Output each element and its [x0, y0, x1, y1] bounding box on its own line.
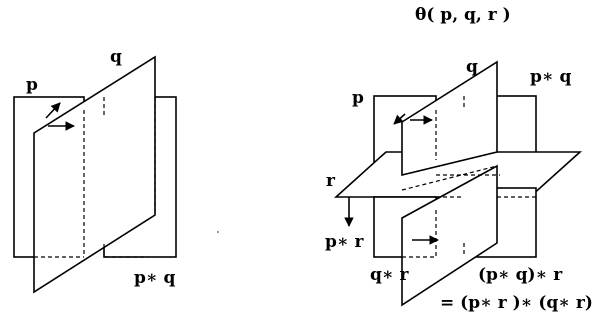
right-hidden-edges	[401, 96, 536, 258]
right-sheet-q-upper	[401, 60, 498, 177]
left-label-p: p	[26, 75, 38, 95]
left-label-q: q	[110, 47, 122, 67]
right-label-qr: q∗ r	[370, 265, 410, 285]
left-figure: p q p∗ q	[13, 47, 177, 294]
right-figure: θ( p, q, r ) p q p∗ q r p∗ r q∗ r (p∗ q)…	[325, 5, 593, 313]
right-label-eq: = (p∗ r )∗ (q∗ r)	[440, 293, 593, 313]
right-label-pq-r: (p∗ q)∗ r	[478, 265, 563, 285]
right-sheet-q-lower	[401, 164, 498, 307]
right-label-r: r	[326, 171, 336, 191]
right-title: θ( p, q, r )	[415, 5, 511, 25]
right-label-q: q	[466, 57, 478, 77]
left-hidden-edges	[34, 97, 156, 258]
left-arrow-p	[45, 102, 61, 119]
right-label-pr: p∗ r	[325, 232, 365, 252]
right-label-p: p	[352, 88, 364, 108]
right-arrow-p	[393, 113, 406, 125]
stray-dot	[217, 231, 219, 233]
left-sheet-q	[33, 55, 156, 294]
right-label-pq: p∗ q	[530, 67, 572, 87]
left-label-pq: p∗ q	[134, 268, 176, 288]
